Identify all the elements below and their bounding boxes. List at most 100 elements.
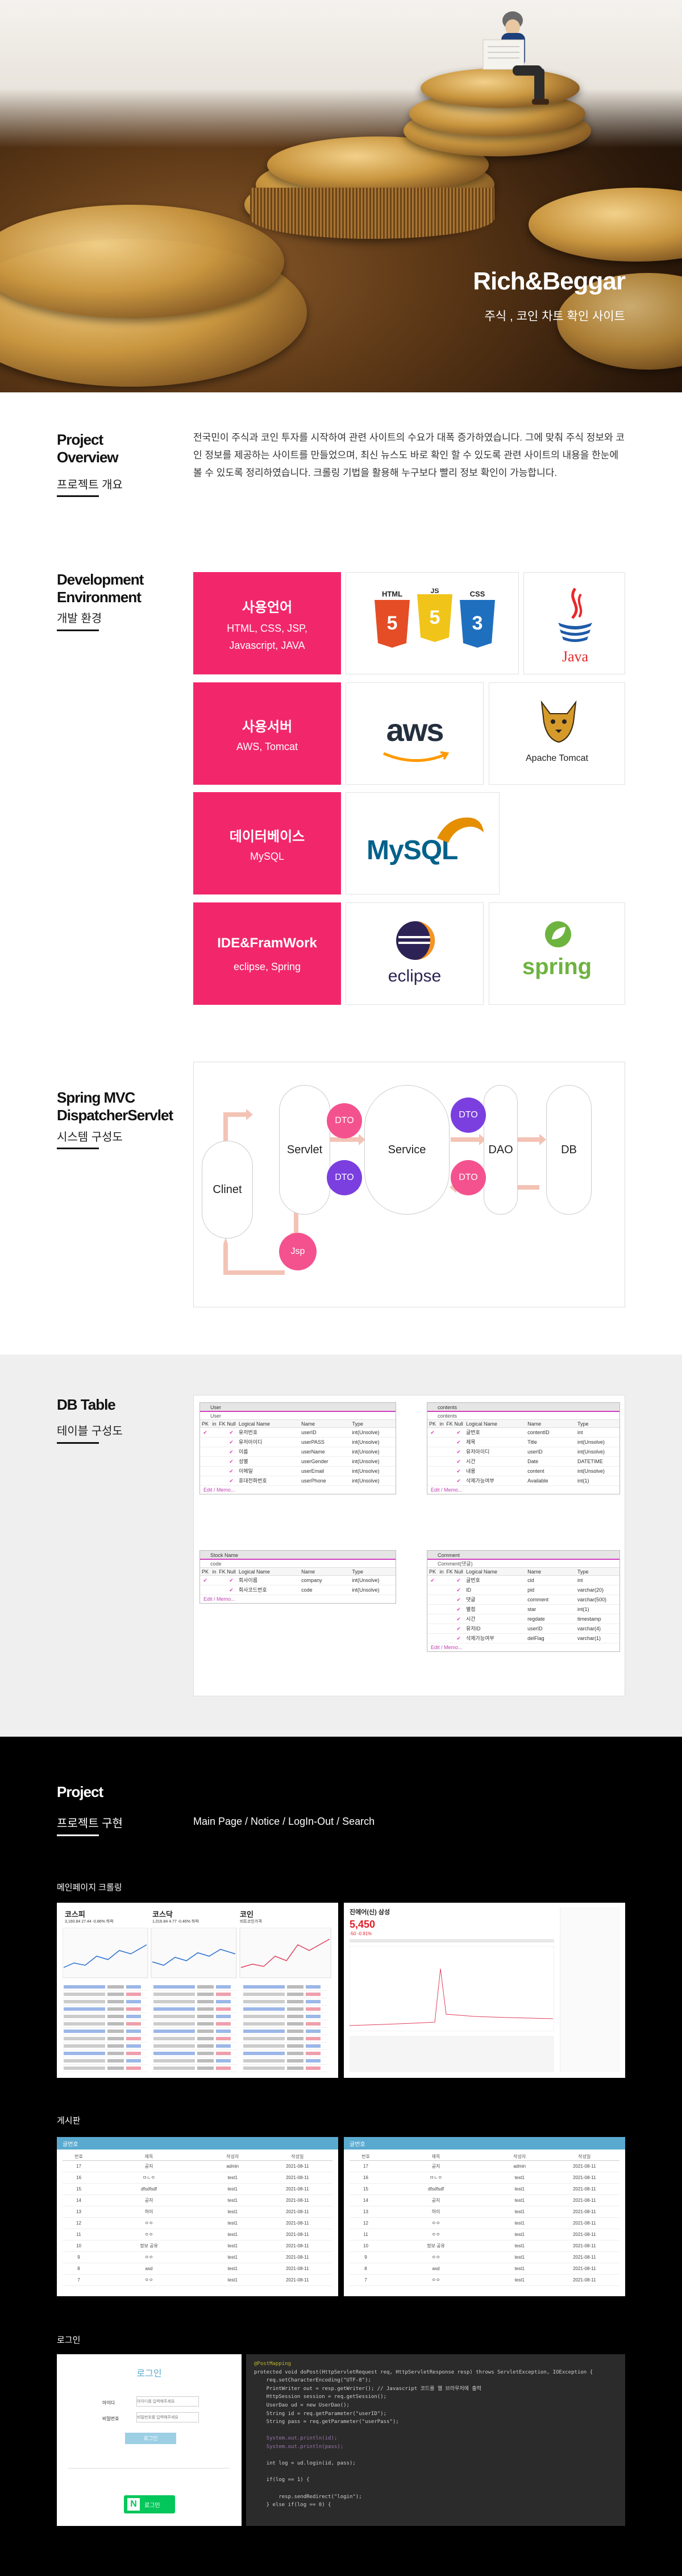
board-cell: test1	[514, 2266, 525, 2271]
architecture-heading-line2: DispatcherServlet	[57, 1107, 173, 1124]
erd-column-title: in	[439, 1421, 444, 1427]
stock-list-row[interactable]	[152, 2020, 238, 2028]
stock-list-row[interactable]	[242, 2020, 327, 2028]
login-label: 로그인	[57, 2335, 81, 2345]
erd-table-footer[interactable]: Edit / Memo...	[431, 1487, 463, 1493]
stock-list-row[interactable]	[152, 2065, 238, 2072]
overview-description: 전국민이 주식과 코인 투자를 시작하여 관련 사이트의 수요가 대폭 증가하였…	[193, 432, 625, 478]
stock-list-row[interactable]	[63, 2035, 148, 2043]
erd-field-type: int	[577, 1577, 583, 1583]
code-line	[254, 2451, 618, 2460]
stock-list-row[interactable]	[152, 1983, 238, 1991]
figure-reading-newspaper-illustration	[483, 11, 549, 105]
stock-list-row[interactable]	[242, 1983, 327, 1991]
erd-field-type: int(Unsolve)	[577, 1439, 605, 1445]
stock-list-row[interactable]	[242, 2057, 327, 2065]
coin-image	[0, 205, 284, 318]
erd-table-footer[interactable]: Edit / Memo...	[203, 1487, 235, 1493]
stock-list-row[interactable]	[242, 2006, 327, 2013]
board-cell: 2021-08-11	[286, 2209, 309, 2214]
stock-list-row[interactable]	[152, 2043, 238, 2050]
stock-list-row[interactable]	[63, 2050, 148, 2057]
stock-list-row[interactable]	[242, 2028, 327, 2035]
board-cell: 16	[363, 2175, 368, 2180]
stock-list-row[interactable]	[152, 1998, 238, 2006]
environment-heading: Development Environment	[57, 571, 144, 606]
naver-login-button[interactable]: N 로그인	[124, 2495, 175, 2513]
stock-list-column	[152, 1983, 238, 2073]
erd-column-title: in	[439, 1569, 444, 1575]
stock-list-row[interactable]	[152, 2035, 238, 2043]
stock-list-row[interactable]	[63, 2057, 148, 2065]
stock-list-row[interactable]	[152, 2050, 238, 2057]
stock-list-row[interactable]	[63, 2065, 148, 2072]
board-cell: test1	[227, 2243, 238, 2248]
stock-list-row[interactable]	[152, 2028, 238, 2035]
stock-list-row[interactable]	[242, 2035, 327, 2043]
erd-field-type: int	[577, 1430, 583, 1435]
board-cell: 2021-08-11	[573, 2243, 596, 2248]
board-column-title: 작성일	[291, 2154, 304, 2159]
stock-list-row[interactable]	[242, 2050, 327, 2057]
naver-icon: N	[127, 2498, 140, 2511]
board-column-title: 작성자	[513, 2154, 526, 2159]
erd-field-type: int(Unsolve)	[352, 1577, 380, 1583]
stock-list-row[interactable]	[63, 1983, 148, 1991]
pw-input[interactable]	[136, 2412, 199, 2422]
stock-list-row[interactable]	[152, 2013, 238, 2020]
erd-logical-name: 댓글	[466, 1597, 476, 1602]
code-line	[254, 2484, 618, 2493]
stock-list-row[interactable]	[63, 2020, 148, 2028]
overview-heading-line2: Overview	[57, 449, 119, 466]
erd-field-name: Title	[527, 1439, 537, 1445]
stock-list-row[interactable]	[152, 2006, 238, 2013]
heading-underline	[57, 1834, 99, 1836]
erd-table-footer[interactable]: Edit / Memo...	[203, 1596, 235, 1602]
stock-list-row[interactable]	[242, 1998, 327, 2006]
stock-list-row[interactable]	[63, 2013, 148, 2020]
stock-list-row[interactable]	[152, 1991, 238, 1998]
stock-list-row[interactable]	[63, 2028, 148, 2035]
stock-list-row[interactable]	[63, 2006, 148, 2013]
pw-label: 비밀번호	[102, 2416, 119, 2421]
stock-list-row[interactable]	[242, 1991, 327, 1998]
erd-table-footer[interactable]: Edit / Memo...	[431, 1645, 463, 1650]
stock-list-row[interactable]	[242, 2043, 327, 2050]
login-button[interactable]: 로그인	[125, 2433, 176, 2444]
erd-column-title: PK	[201, 1421, 209, 1427]
stock-list-row[interactable]	[63, 2043, 148, 2050]
board-cell: test1	[227, 2175, 238, 2180]
stock-list-row[interactable]	[63, 1998, 148, 2006]
stock-list-row[interactable]	[242, 2013, 327, 2020]
stock-list-row[interactable]	[242, 2065, 327, 2072]
stock-list-row[interactable]	[63, 1991, 148, 1998]
id-input[interactable]	[136, 2396, 199, 2407]
stock-list-row[interactable]	[152, 2057, 238, 2065]
